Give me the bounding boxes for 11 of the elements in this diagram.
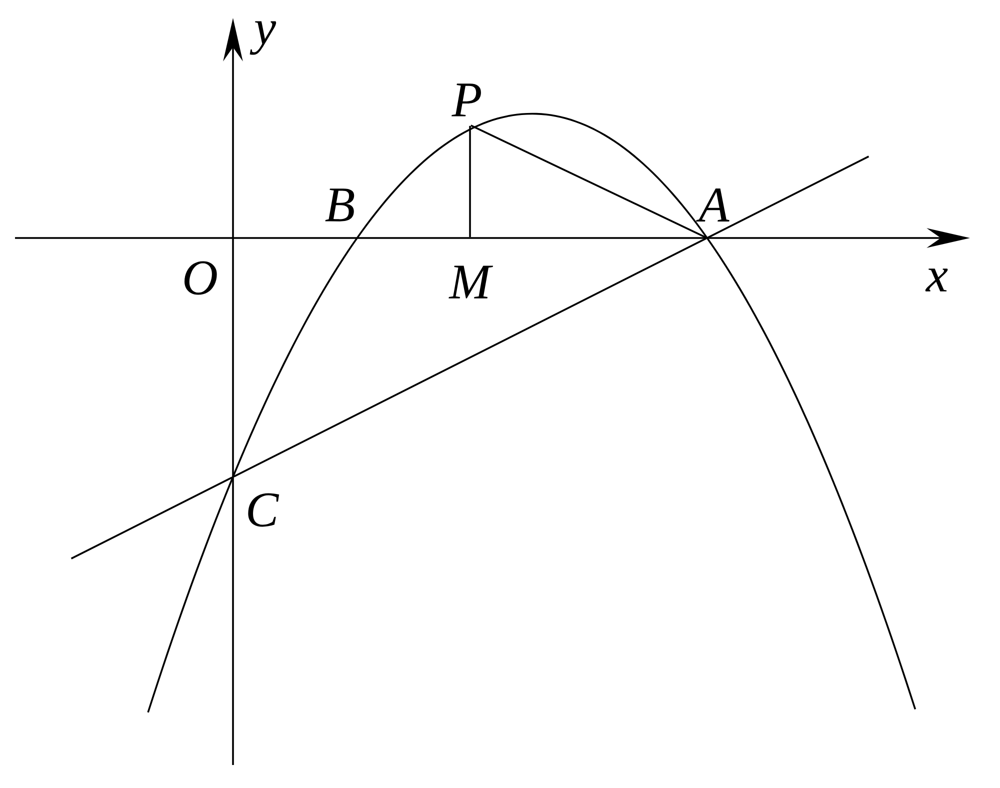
point-label: B bbox=[325, 188, 354, 222]
point-label: A bbox=[696, 188, 730, 222]
axis-label: O bbox=[184, 261, 217, 295]
axis-label: y bbox=[250, 21, 276, 55]
point-label: P bbox=[452, 84, 481, 116]
point-label: C bbox=[248, 493, 280, 527]
axis-label: x bbox=[925, 268, 948, 292]
line-segment bbox=[233, 238, 707, 478]
line-segment bbox=[469, 126, 471, 238]
line-segment bbox=[470, 124, 706, 238]
point-label: M bbox=[448, 266, 494, 298]
